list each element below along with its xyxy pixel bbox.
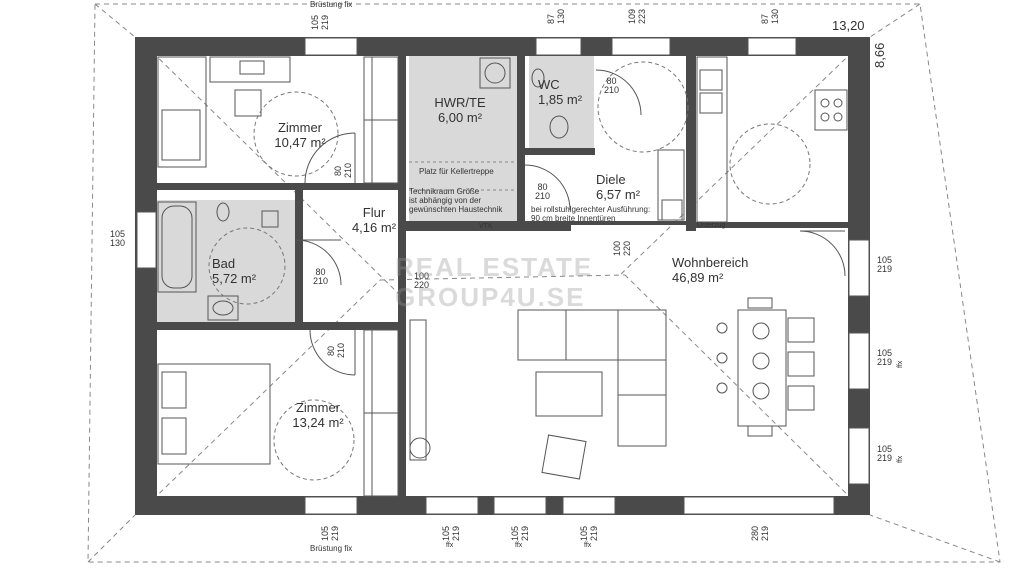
bad-area: 5,72 m² [212, 270, 257, 286]
flur-area: 4,16 m² [351, 219, 397, 235]
wohn-area: 46,89 m² [672, 269, 724, 285]
windows [136, 37, 870, 515]
turning-circles [208, 61, 811, 481]
zimmer2-area: 13,24 m² [292, 414, 344, 430]
overall-width: 13,20 [832, 18, 865, 33]
win-top4-w: 87 [760, 13, 770, 24]
win-bottom1-h: 219 [330, 525, 340, 541]
zimmer1-area: 10,47 m² [274, 134, 326, 150]
rollstuhl-line1: bei rollstuhlgerechter Ausführung: [531, 205, 651, 214]
technik-line1: Technikraum Größe [409, 187, 480, 196]
interior-walls [157, 56, 848, 496]
win-top2-w: 87 [546, 13, 556, 24]
wohn-name: Wohnbereich [672, 255, 749, 270]
win-bottom2-h: 219 [451, 525, 461, 541]
win-bottom1-w: 105 [320, 525, 330, 541]
win-bottom2-w: 105 [441, 525, 451, 541]
win-top1-h: 219 [320, 14, 330, 30]
win-top3-h: 223 [637, 8, 647, 24]
zimmer1-label: Zimmer 10,47 m² [272, 120, 328, 151]
bruestung-bottom: Brüstung fix [310, 544, 353, 553]
flur-name: Flur [362, 205, 386, 220]
technik-line3: gewünschten Haustechnik [409, 205, 503, 215]
win-top4-h: 130 [770, 8, 780, 24]
win-top3-w: 109 [627, 8, 637, 24]
stair-hatch [409, 161, 517, 191]
zimmer2-door-w: 80 [326, 345, 336, 356]
technik-line2: ist abhängig von der [409, 196, 482, 206]
win-bottom3-w: 105 [510, 525, 520, 541]
win-bottom2-note: ffx [446, 542, 454, 549]
win-top1-w: 105 [310, 14, 320, 30]
watermark-line2: GROUP4U.SE [395, 282, 586, 312]
bad-label: Bad 5,72 m² [212, 256, 268, 287]
diele-label: Diele 6,57 m² [596, 172, 652, 203]
flur-label: Flur 4,16 m² [344, 205, 404, 236]
diele-area: 6,57 m² [596, 186, 641, 202]
furniture [157, 56, 848, 480]
bad-name: Bad [212, 256, 236, 271]
win-bottom4-note: ffx [584, 542, 592, 549]
win-bottom3-h: 219 [520, 525, 530, 541]
wc-name: WC [538, 77, 560, 92]
win-top2-h: 130 [556, 8, 566, 24]
zimmer1-name: Zimmer [277, 120, 323, 135]
vtk-note: VTK [479, 223, 493, 230]
win-bottom3-note: ffx [515, 542, 523, 549]
win-bottom4-w: 105 [579, 525, 589, 541]
door-swings [295, 69, 846, 376]
hwr-name: HWR/TE [434, 95, 486, 110]
diele-door-w: 100 [612, 240, 622, 256]
hwr-label: HWR/TE 6,00 m² [428, 95, 492, 126]
rollstuhl-line2: 90 cm breite Innentüren [531, 214, 616, 224]
overall-depth: 8,66 [872, 42, 887, 68]
wc-label: WC 1,85 m² [538, 77, 594, 108]
roof-outline [87, 3, 1001, 563]
zimmer2-label: Zimmer 13,24 m² [288, 400, 348, 431]
watermark-line1: REAL ESTATE [395, 252, 594, 282]
win-bottom5-w: 280 [750, 525, 760, 541]
wardrobes [363, 56, 399, 497]
bruestung-top: Brüstung fix [310, 0, 353, 9]
diele-door-h: 220 [622, 240, 632, 256]
technik-note: Technikraum Größe ist abhängig von der g… [409, 187, 502, 215]
diele-name: Diele [596, 172, 626, 187]
wc-area: 1,85 m² [538, 91, 583, 107]
win-bottom4-h: 219 [589, 525, 599, 541]
zimmer2-door-h: 210 [336, 342, 346, 358]
zimmer2-name: Zimmer [295, 400, 341, 415]
unterzug-note: Unterzug [697, 222, 726, 229]
rollstuhl-note: bei rollstuhlgerechter Ausführung: 90 cm… [531, 205, 650, 223]
zimmer1-door-w: 80 [333, 165, 343, 176]
keller-note: Platz für Kellertreppe [419, 167, 494, 176]
win-right2-note: ffx [897, 360, 904, 368]
win-bottom5-h: 219 [760, 525, 770, 541]
win-right3-note: ffx [897, 455, 904, 463]
zimmer1-door-h: 210 [343, 162, 353, 178]
wohn-label: Wohnbereich 46,89 m² [672, 255, 762, 286]
hwr-area: 6,00 m² [437, 109, 483, 125]
